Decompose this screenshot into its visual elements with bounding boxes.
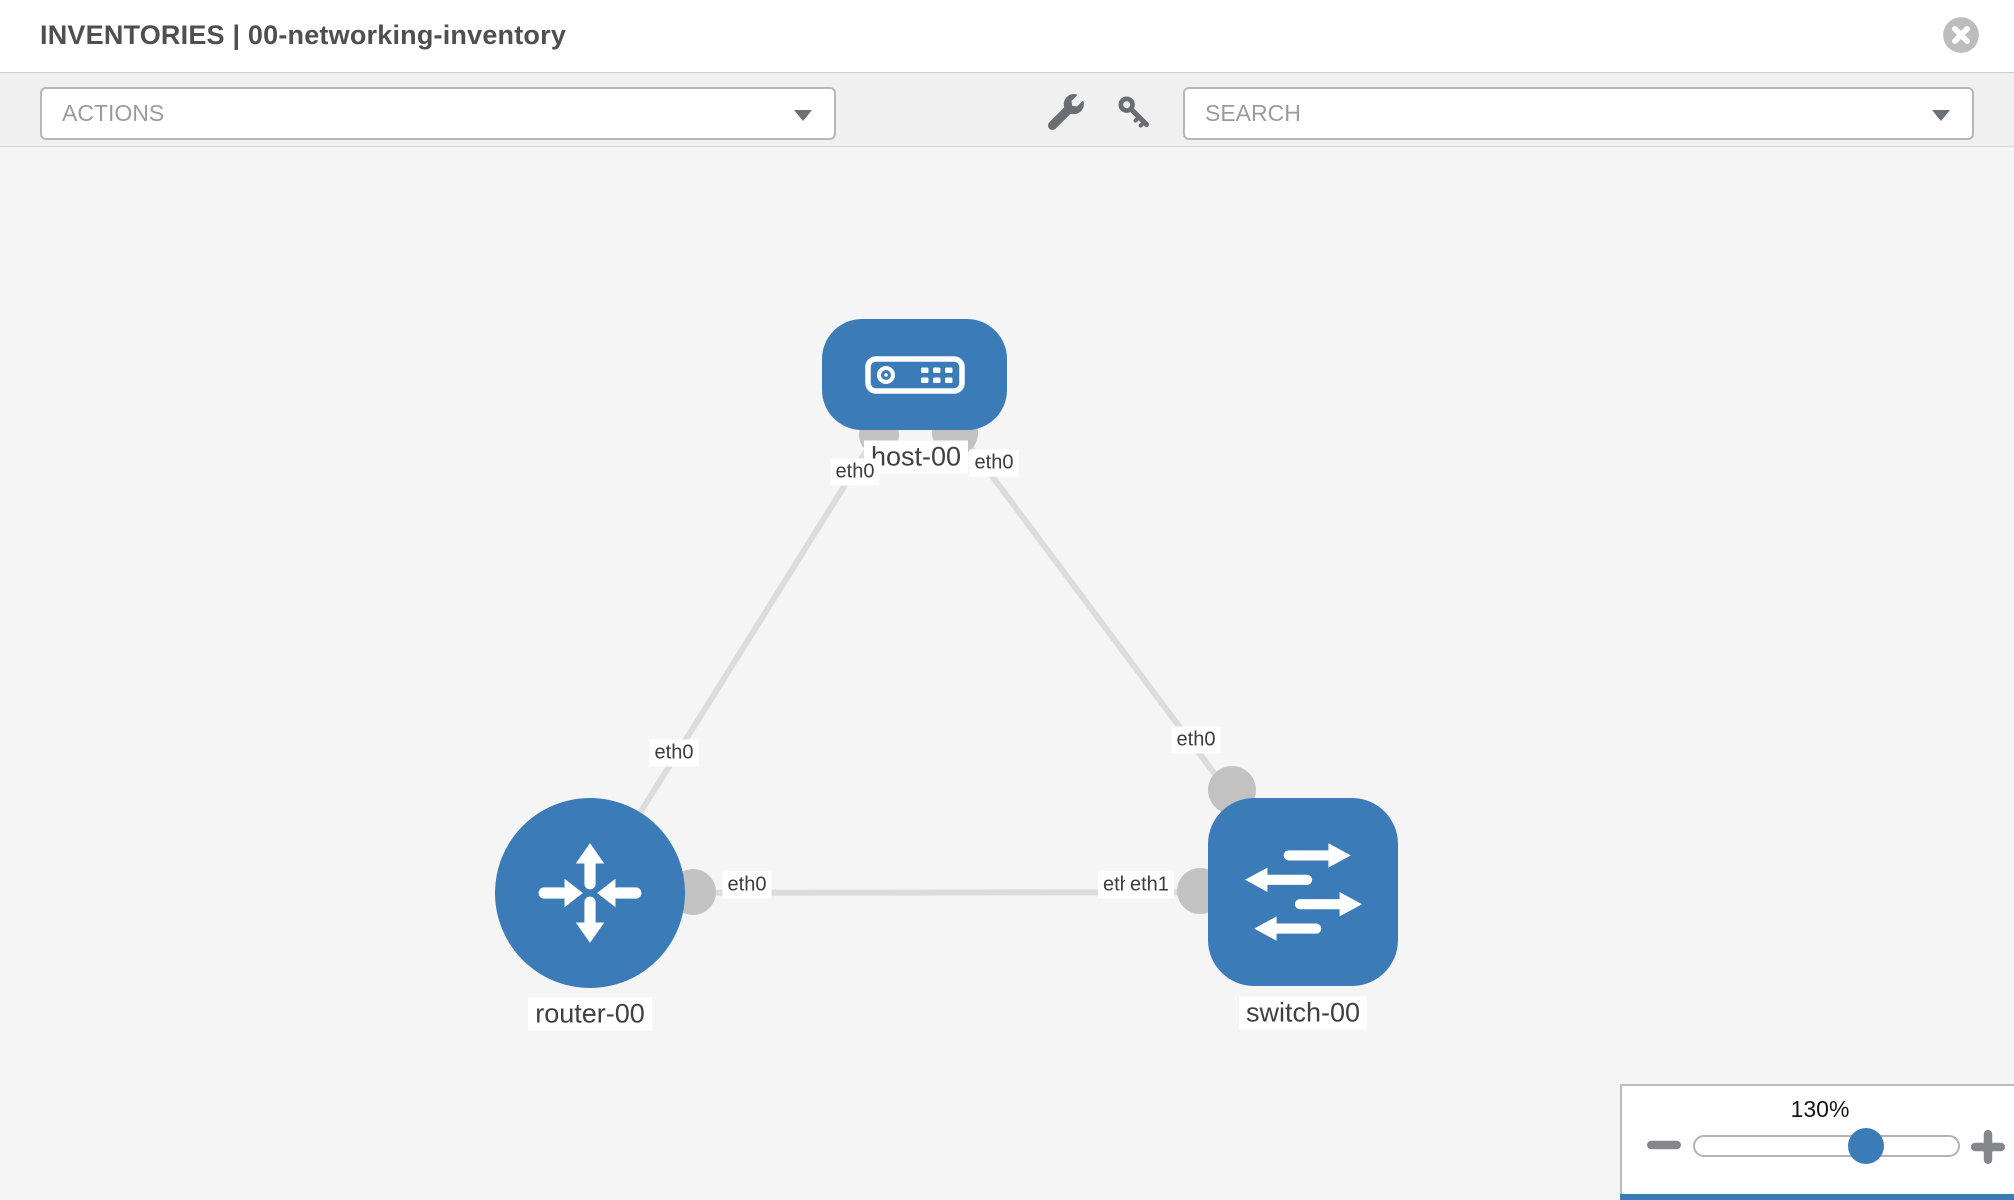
bottom-panel-edge [1620, 1194, 2014, 1200]
wrench-icon [1048, 93, 1084, 130]
zoom-slider-thumb[interactable] [1848, 1128, 1884, 1164]
zoom-in-button[interactable] [1968, 1130, 2008, 1164]
topology-canvas[interactable]: host-00 router-00 switch-00 eth0 eth0 et… [0, 147, 2014, 1200]
node-host-00[interactable] [822, 319, 1007, 430]
zoom-panel: 130% [1620, 1084, 2014, 1200]
interface-label-switch-eth0: eth0 [1171, 726, 1221, 754]
topology-edges-layer [587, 371, 1306, 915]
zoom-out-button[interactable] [1644, 1132, 1684, 1160]
plus-icon [1971, 1130, 2005, 1164]
zoom-level: 130% [1790, 1096, 1850, 1122]
host-icon [864, 355, 965, 394]
key-icon [1118, 95, 1149, 128]
actions-dropdown[interactable]: ACTIONS [40, 87, 836, 140]
interface-label-switch-eth1: eth1 [1125, 871, 1174, 899]
credentials-button[interactable] [1112, 91, 1156, 135]
search-placeholder: SEARCH [1205, 100, 1301, 126]
node-label-router: router-00 [528, 997, 652, 1031]
router-icon [538, 843, 642, 943]
node-router-00[interactable] [495, 798, 685, 988]
node-label-host: host-00 [863, 440, 969, 474]
page-title: INVENTORIES | 00-networking-inventory [40, 20, 567, 50]
actions-dropdown-label: ACTIONS [62, 100, 165, 126]
chevron-down-icon [794, 109, 812, 121]
zoom-slider-track[interactable] [1693, 1135, 1960, 1157]
interface-label-host-eth0-right: eth0 [969, 449, 1019, 477]
node-switch-00[interactable] [1208, 798, 1398, 986]
interface-label-router-eth0: eth0 [649, 739, 699, 767]
node-label-switch: switch-00 [1238, 996, 1368, 1030]
header: INVENTORIES | 00-networking-inventory [0, 0, 2014, 72]
search-dropdown[interactable]: SEARCH [1183, 87, 1974, 140]
toolbar: ACTIONS SEARCH [0, 72, 2014, 147]
minus-icon [1647, 1140, 1681, 1150]
configure-button[interactable] [1044, 91, 1088, 135]
switch-icon [1245, 843, 1362, 941]
close-button[interactable] [1942, 16, 1980, 54]
close-icon [1943, 17, 1979, 53]
interface-label-router-eth0-link: eth0 [722, 871, 772, 899]
chevron-down-icon [1932, 109, 1950, 121]
interface-label-host-eth0: eth0 [830, 458, 880, 486]
